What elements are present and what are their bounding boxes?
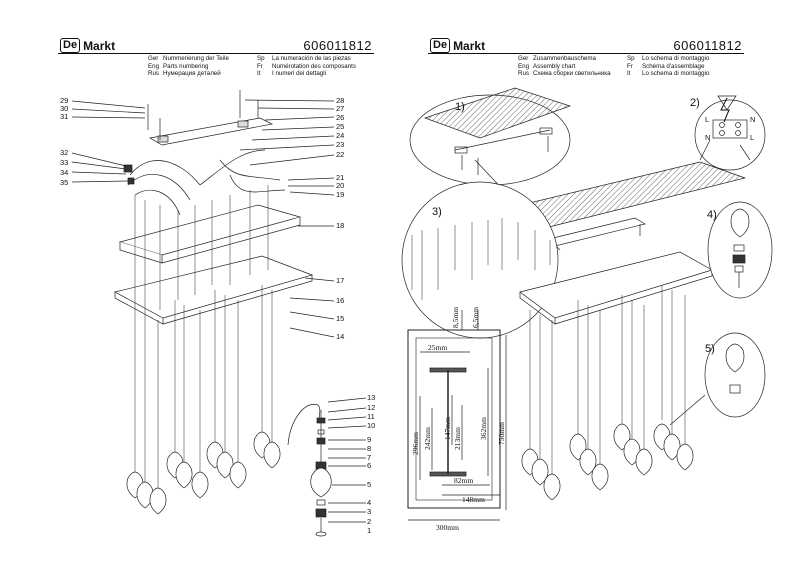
part-number-18: 18	[336, 221, 344, 230]
brand-logo-text: Markt	[83, 38, 116, 53]
step-label-1: 1)	[455, 101, 465, 113]
header-divider	[428, 53, 744, 54]
terminal-n-top: N	[750, 115, 755, 124]
dim-213mm: 213mm	[453, 427, 462, 450]
header-divider	[58, 53, 374, 54]
step-label-3: 3)	[432, 206, 442, 218]
part-number-1: 1	[367, 526, 371, 535]
dim-362mm: 362mm	[479, 417, 488, 440]
part-number-9: 9	[367, 435, 371, 444]
part-number-6: 6	[367, 461, 371, 470]
part-number-20: 20	[336, 181, 344, 190]
part-number-28: 28	[336, 96, 344, 105]
dim-25mm: 25mm	[428, 343, 447, 352]
mounting-template	[407, 329, 501, 509]
part-number-2: 2	[367, 517, 371, 526]
part-number-7: 7	[367, 453, 371, 462]
dim-147mm: 147mm	[443, 417, 452, 440]
brand-logo: De Markt	[60, 38, 115, 53]
part-number-5: 5	[367, 480, 371, 489]
brand-logo-box: De	[430, 38, 451, 53]
part-number-24: 24	[336, 131, 344, 140]
terminal-n-bottom: N	[705, 133, 710, 142]
article-number: 606011812	[673, 38, 742, 53]
part-number-8: 8	[367, 444, 371, 453]
part-number-17: 17	[336, 276, 344, 285]
step-label-4: 4)	[707, 209, 717, 221]
exploded-parts-drawing: 29 30 31 32 33 34 35 28 27 26 25 24 23 2…	[60, 90, 375, 537]
part-number-29: 29	[60, 96, 68, 105]
part-number-35: 35	[60, 178, 68, 187]
brand-logo-text: Markt	[453, 38, 486, 53]
part-number-25: 25	[336, 122, 344, 131]
assembly-drawing: 1) 2) 3) 4) 5) L N N L 8,5mm 6,5mm 25mm …	[401, 87, 773, 532]
dim-82mm: 82mm	[454, 476, 473, 485]
dim-750mm: 750mm	[497, 422, 506, 445]
part-number-11: 11	[367, 412, 375, 421]
step-label-2: 2)	[690, 97, 700, 109]
step-label-5: 5)	[705, 343, 715, 355]
part-number-33: 33	[60, 158, 68, 167]
part-number-23: 23	[336, 140, 344, 149]
part-number-4: 4	[367, 498, 371, 507]
dim-296mm: 296mm	[411, 432, 420, 455]
step-3-detail	[401, 181, 559, 339]
part-number-34: 34	[60, 168, 68, 177]
part-number-3: 3	[367, 507, 371, 516]
dim-6-5mm: 6,5mm	[471, 307, 480, 328]
part-number-19: 19	[336, 190, 344, 199]
terminal-l-top: L	[705, 115, 709, 124]
part-number-13: 13	[367, 393, 375, 402]
part-number-10: 10	[367, 421, 375, 430]
part-number-15: 15	[336, 314, 344, 323]
part-number-31: 31	[60, 112, 68, 121]
step-5-detail	[704, 332, 766, 418]
part-number-30: 30	[60, 104, 68, 113]
part-number-12: 12	[367, 403, 375, 412]
part-number-22: 22	[336, 150, 344, 159]
brand-logo: De Markt	[430, 38, 485, 53]
step-4-detail	[707, 201, 773, 299]
brand-logo-box: De	[60, 38, 81, 53]
part-number-14: 14	[336, 332, 344, 341]
part-number-32: 32	[60, 148, 68, 157]
article-number: 606011812	[303, 38, 372, 53]
part-number-27: 27	[336, 104, 344, 113]
part-number-16: 16	[336, 296, 344, 305]
dim-242mm: 242mm	[423, 427, 432, 450]
part-number-21: 21	[336, 173, 344, 182]
dim-300mm: 300mm	[436, 523, 459, 532]
dim-8-5mm: 8,5mm	[451, 307, 460, 328]
part-number-26: 26	[336, 113, 344, 122]
dim-148mm: 148mm	[462, 495, 485, 504]
terminal-l-bottom: L	[750, 133, 754, 142]
